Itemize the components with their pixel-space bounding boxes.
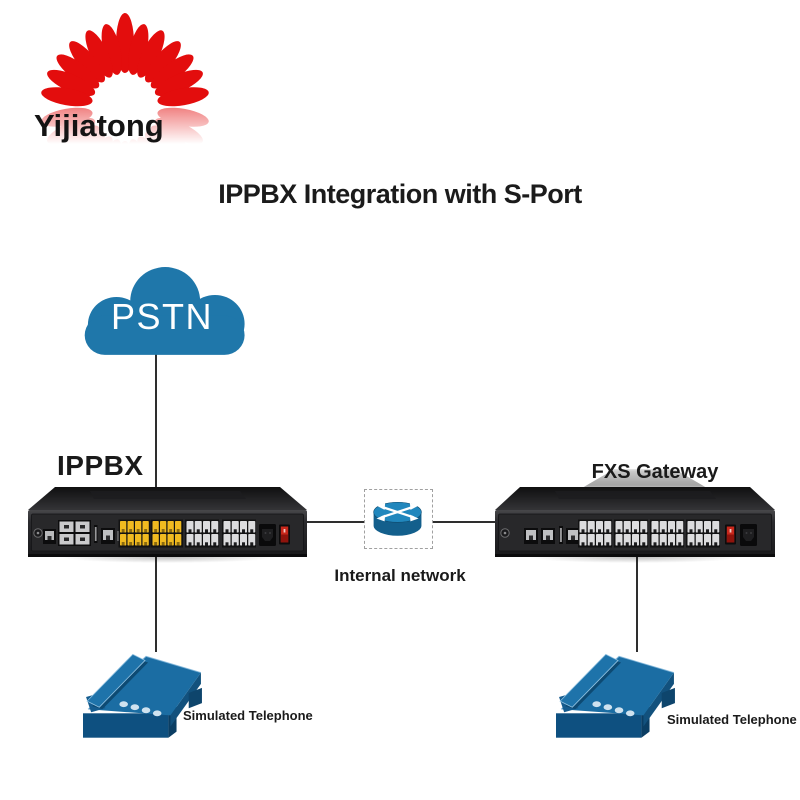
simulated-telephone-label-right: Simulated Telephone <box>667 712 797 727</box>
page-title: IPPBX Integration with S-Port <box>218 179 582 209</box>
brand-fan-icon <box>25 13 225 162</box>
brand-name: Yijiatong <box>34 108 164 143</box>
pstn-label: PSTN <box>110 296 213 337</box>
router-dashed-box <box>364 489 433 549</box>
wan-lan-ports <box>43 520 120 546</box>
power-inlet <box>740 524 757 546</box>
telephone-icon <box>83 653 203 739</box>
simulated-telephone-label-left: Simulated Telephone <box>183 708 313 723</box>
fxs-device-shadow <box>582 469 707 488</box>
power-switch <box>279 524 290 545</box>
fxs-gateway-label: FXS Gateway <box>591 461 719 483</box>
connector-router-fxs <box>432 521 498 523</box>
connector-pstn-ippbx <box>155 350 157 490</box>
fxo-port-banks-yellow <box>118 519 183 548</box>
ippbx-drop-shadow <box>24 557 311 566</box>
internal-network-label: Internal network <box>334 566 466 585</box>
pstn-cloud-icon <box>84 267 245 355</box>
fxs-gateway-device-image <box>495 487 775 557</box>
ippbx-label: IPPBX <box>57 450 144 481</box>
connector-ippbx-router <box>304 521 365 523</box>
power-switch <box>725 524 736 545</box>
connector-ippbx-phone <box>155 556 157 652</box>
fxs-drop-shadow <box>492 557 778 566</box>
ippbx-device-image <box>28 487 307 557</box>
fxs-port-banks-white <box>578 519 720 548</box>
power-inlet <box>259 524 276 546</box>
telephone-icon <box>556 653 676 739</box>
fxs-port-banks-white <box>185 519 256 548</box>
connector-fxs-phone <box>636 556 638 652</box>
wan-lan-ports <box>524 526 580 544</box>
router-icon <box>373 501 422 536</box>
